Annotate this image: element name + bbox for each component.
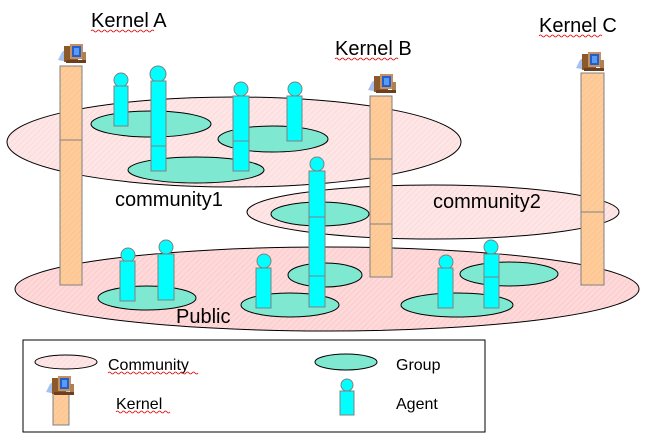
agent [286, 81, 303, 142]
legend-agent-swatch [339, 378, 355, 416]
legend-community-label: Community [108, 357, 189, 374]
agent [232, 81, 250, 172]
kernel-b [368, 74, 396, 278]
kernel-c [576, 52, 605, 286]
legend-box [22, 339, 486, 433]
legend-kernel-swatch [52, 391, 70, 426]
kernel-b-column [369, 95, 393, 278]
legend-group-swatch [314, 353, 378, 371]
agent [149, 65, 167, 172]
kernel-a-column [59, 65, 83, 286]
agent [255, 253, 272, 309]
kernel-a [58, 44, 86, 286]
legend: Community Group Kernel Agent [22, 339, 486, 433]
legend-group-label: Group [396, 357, 441, 374]
community-public [14, 246, 640, 332]
kernel-b-label: Kernel B [335, 38, 412, 60]
kernel-c-label: Kernel C [539, 15, 617, 37]
kernel-a-computer-icon [58, 44, 86, 63]
agent [483, 239, 500, 309]
agents [113, 65, 500, 309]
legend-community-swatch [34, 354, 98, 370]
public-label: Public [176, 306, 230, 328]
community2-label: community2 [433, 191, 541, 213]
kernel-c-column [580, 72, 605, 286]
kernel-a-label: Kernel A [91, 10, 167, 32]
agent [308, 156, 326, 308]
agent [157, 239, 175, 301]
community2 [246, 184, 620, 240]
agent [119, 247, 136, 302]
legend-agent-label: Agent [396, 396, 438, 413]
agent [113, 72, 129, 127]
agent [437, 254, 454, 309]
kernel-b-computer-icon [368, 74, 396, 93]
legend-kernel-label: Kernel [116, 396, 162, 413]
group [459, 261, 559, 287]
kernel-c-computer-icon [576, 52, 604, 71]
community1-label: community1 [115, 189, 223, 211]
